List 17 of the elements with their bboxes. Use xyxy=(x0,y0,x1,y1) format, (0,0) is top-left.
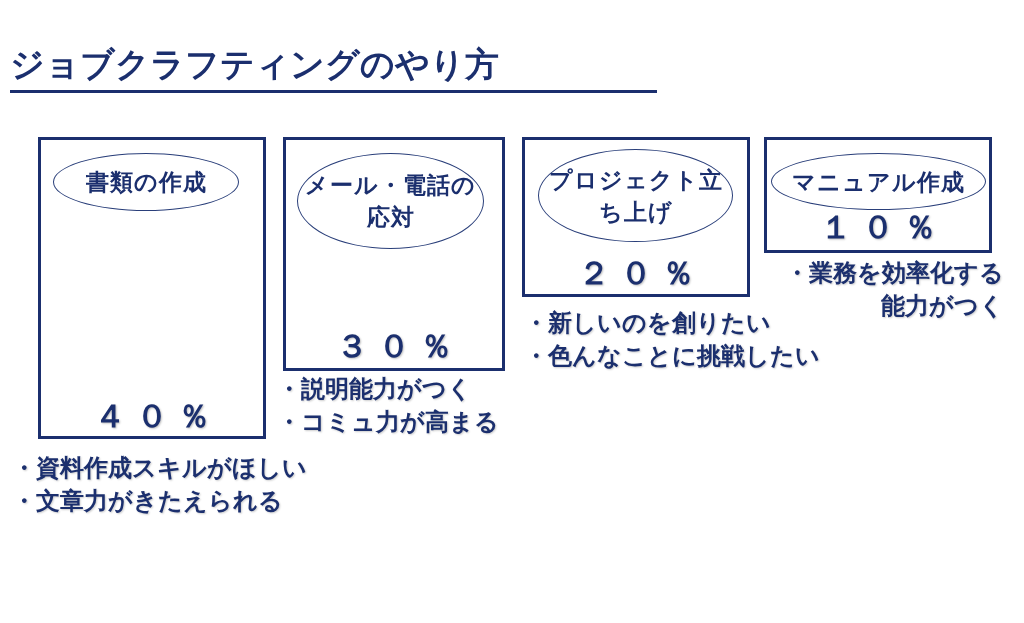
bullet-text: ・資料作成スキルがほしい xyxy=(12,453,308,484)
share-box xyxy=(38,137,266,439)
share-box xyxy=(764,137,992,253)
bullet-text: ・文章力がきたえられる xyxy=(12,486,284,517)
label-ellipse: プロジェクト立ち上げ xyxy=(538,149,733,242)
percentage-label: ２０％ xyxy=(577,253,705,294)
bullet-text: ・コミュ力が高まる xyxy=(277,407,500,438)
percentage-label: ４０％ xyxy=(93,396,221,437)
share-box xyxy=(283,137,505,371)
share-box xyxy=(522,137,750,297)
bullet-text: ・新しいのを創りたい xyxy=(524,308,772,339)
percentage-label: ３０％ xyxy=(335,326,463,367)
percentage-label: １０％ xyxy=(819,207,947,248)
title: ジョブクラフティングのやり方 xyxy=(10,42,657,93)
bullet-text: ・色んなことに挑戦したい xyxy=(524,341,821,372)
bullet-text: ・業務を効率化する能力がつく xyxy=(784,258,1004,322)
bullet-text: ・説明能力がつく xyxy=(277,374,473,405)
